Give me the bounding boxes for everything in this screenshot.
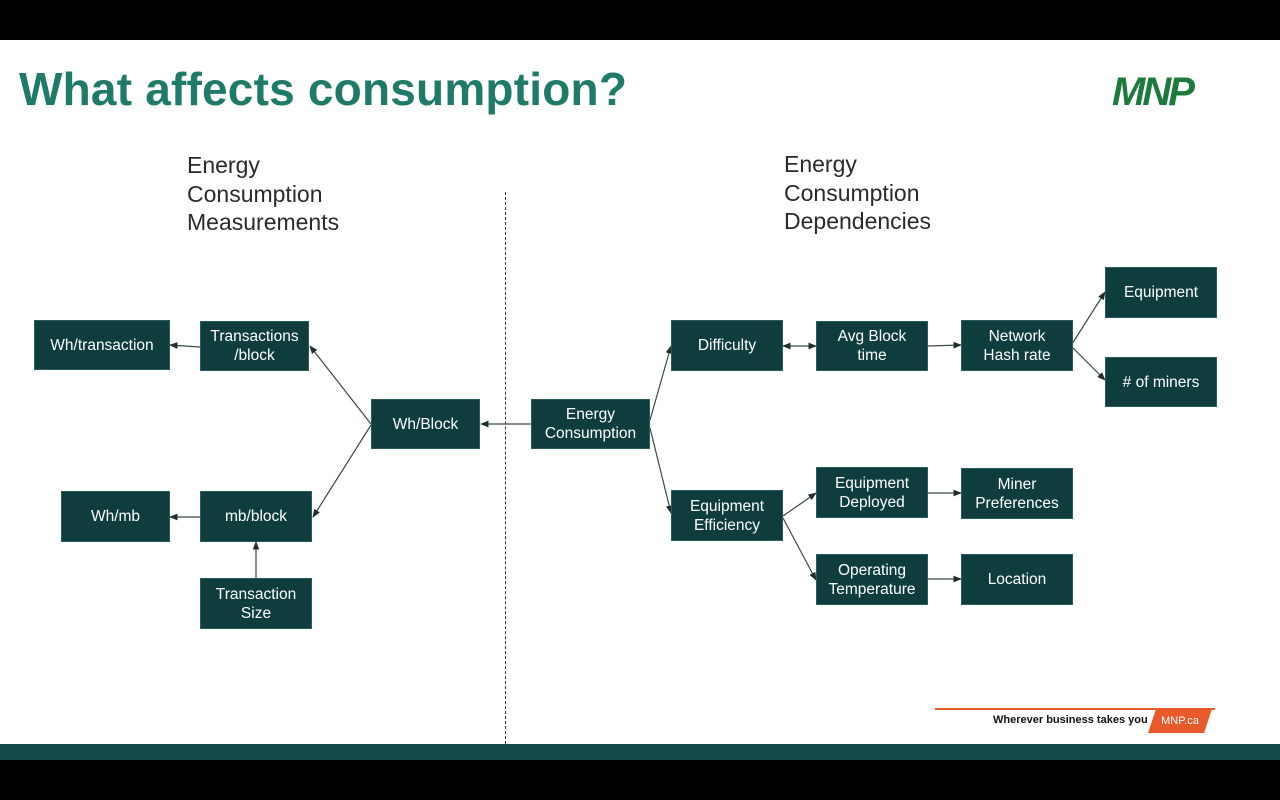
node-label: Wh/Block	[392, 415, 459, 433]
label-line: Network	[988, 327, 1046, 345]
measurements-heading: Energy Consumption Measurements	[187, 151, 339, 237]
connector-arrows	[169, 291, 1106, 583]
heading-line: Consumption	[187, 180, 323, 207]
node-difficulty: Difficulty	[671, 320, 783, 371]
edge-whblock-to-transactions	[309, 345, 372, 425]
label-line: Miner	[997, 475, 1037, 493]
node-transactions-per-block: Transactions/block	[200, 321, 309, 371]
edge-efficiency-to-temperature	[782, 517, 817, 581]
edge-hashrate-to-miners	[1071, 346, 1106, 381]
footer-tagline: Wherever business takes you	[993, 714, 1148, 726]
dependencies-heading: Energy Consumption Dependencies	[784, 150, 931, 236]
edge-avgblock-to-hashrate	[927, 341, 962, 349]
slide: What affects consumption? MNP Energy Con…	[0, 40, 1280, 759]
node-mb-block: mb/block	[200, 491, 312, 542]
node-wh-block: Wh/Block	[371, 399, 480, 449]
label-line: time	[857, 347, 887, 364]
label-line: Deployed	[839, 493, 905, 511]
label-line: Avg Block	[837, 328, 907, 345]
label-line: Energy	[565, 406, 616, 423]
node-label: Difficulty	[697, 337, 757, 354]
section-divider	[505, 192, 506, 744]
edge-efficiency-to-deployed	[782, 492, 817, 517]
bottom-band	[0, 744, 1280, 760]
node-label: Location	[987, 571, 1047, 588]
label-line: Hash rate	[983, 346, 1051, 364]
label-line: Equipment	[689, 497, 765, 515]
heading-line: Measurements	[187, 209, 340, 235]
label-line: Operating	[837, 561, 907, 579]
heading-line: Energy	[187, 152, 260, 178]
label-line: Consumption	[544, 425, 637, 442]
label-line: Equipment	[834, 474, 910, 492]
heading-line: Consumption	[784, 179, 920, 206]
edge-hashrate-to-equipment	[1071, 291, 1106, 345]
node-label: mb/block	[224, 508, 288, 525]
heading-line: Energy	[784, 151, 857, 177]
label-line: /block	[234, 347, 275, 364]
node-wh-mb: Wh/mb	[61, 491, 170, 542]
label-line: Preferences	[975, 494, 1059, 512]
node-label: Wh/mb	[90, 508, 141, 525]
label-line: Size	[240, 604, 272, 622]
label-line: Transactions	[210, 328, 299, 345]
node-location: Location	[961, 554, 1073, 605]
edge-energy-to-difficulty	[649, 345, 673, 421]
page-title: What affects consumption?	[19, 63, 628, 115]
node-label: Transactions/block	[210, 327, 298, 365]
node-label: Equipment	[1123, 284, 1199, 301]
label-line: Transaction	[215, 585, 297, 603]
label-line: Temperature	[828, 580, 916, 598]
mnp-logo: MNP	[1112, 70, 1195, 114]
edge-whblock-to-mbblock	[312, 424, 372, 518]
node-number-of-miners: # of miners	[1105, 357, 1217, 407]
edge-transactions-to-wh-transaction	[169, 342, 201, 349]
edge-energy-to-efficiency	[649, 427, 673, 514]
node-equipment: Equipment	[1105, 267, 1217, 318]
footer-accent-line	[935, 708, 1215, 710]
node-label: # of miners	[1122, 373, 1200, 391]
heading-line: Dependencies	[784, 208, 932, 234]
node-label: Wh/transaction	[50, 336, 154, 354]
node-label: Avg Block time	[838, 327, 907, 365]
footer-url-tag: MNP.ca	[1148, 709, 1212, 733]
node-wh-transaction: Wh/transaction	[34, 320, 170, 370]
label-line: Efficiency	[693, 516, 761, 534]
node-avg-block-time: Avg Block time	[816, 321, 928, 371]
